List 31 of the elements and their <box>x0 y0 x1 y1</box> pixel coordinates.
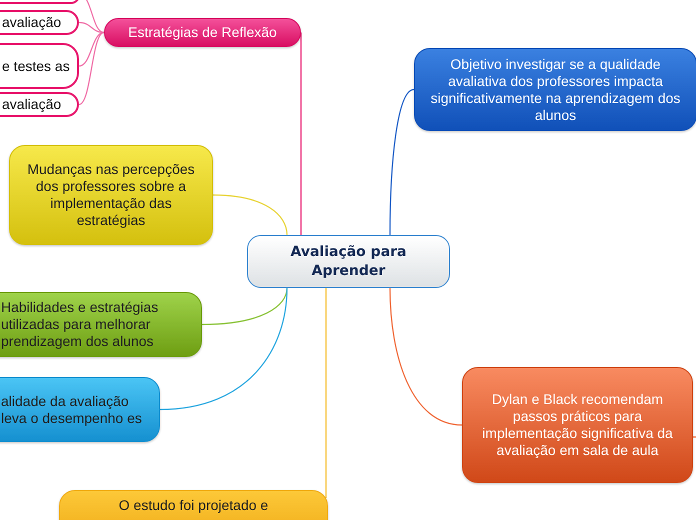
topic-box <box>462 367 693 483</box>
topic-box <box>414 48 696 131</box>
subtopic-box <box>0 43 79 89</box>
connector-line <box>212 194 288 236</box>
topic-box <box>0 292 202 357</box>
connector-line <box>325 288 327 498</box>
connector-line <box>300 32 302 235</box>
topic-text: Mudanças nas percepções dos professores sobre a implementação das estratégias <box>26 161 196 229</box>
topic-box <box>0 377 160 442</box>
connector-line <box>160 288 288 410</box>
central-topic <box>247 235 450 288</box>
topic-text: Avaliação para Aprender <box>289 242 408 280</box>
topic-text: Dylan e Black recomendam passos práticos para implementação significativa da avaliação em sala de aula <box>481 391 674 459</box>
topic-text: Habilidades e estratégias utilizadas para melhorar prendizagem dos alunos <box>1 299 160 350</box>
connector-line <box>389 288 462 426</box>
topic-text: Objetivo investigar se a qualidade avaliativa dos professores impacta significativamente na aprendizagem dos alunos <box>430 56 682 124</box>
subtopic-box <box>0 10 79 35</box>
topic-pill <box>104 18 301 47</box>
topic-text: Estratégias de Reflexão <box>128 24 277 41</box>
connector-line <box>389 88 414 235</box>
topic-text: e testes as <box>2 58 70 74</box>
connector-line <box>78 32 104 67</box>
topic-box <box>9 145 213 245</box>
connector-line <box>78 22 104 34</box>
connector-line <box>202 288 288 326</box>
topic-text: alidade da avaliação leva o desempenho es <box>1 392 143 426</box>
topic-text: O estudo foi projetado e <box>118 497 268 514</box>
topic-text: avaliação <box>2 14 62 31</box>
connector-line <box>78 32 104 106</box>
topic-text: avaliação <box>2 96 62 113</box>
subtopic-box <box>0 92 79 117</box>
